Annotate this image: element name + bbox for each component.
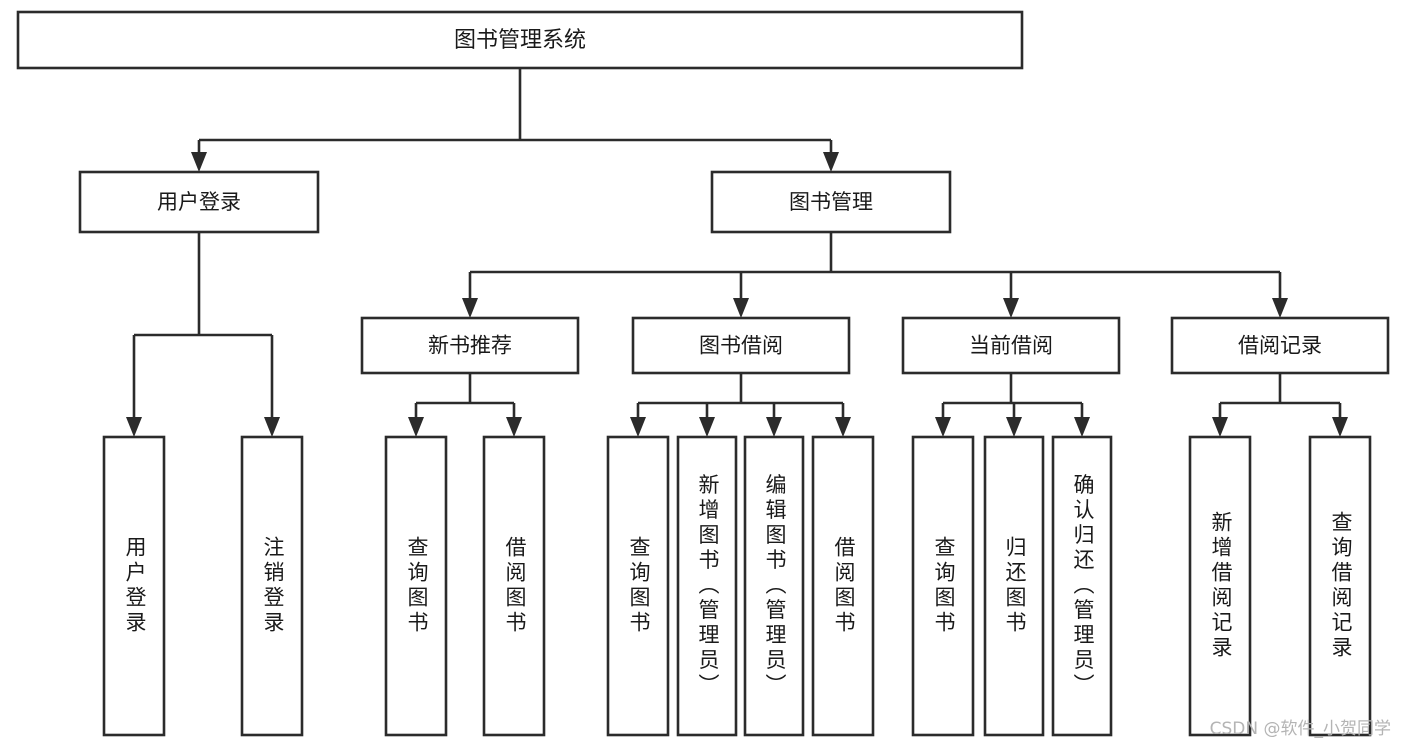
node-box-book-borrow (631, 316, 851, 375)
node-box-book-manage (710, 170, 952, 234)
node-label-new-book-recommend: 新书推荐 (428, 334, 512, 358)
node-new-book-recommend[interactable]: 新书推荐 (360, 316, 580, 375)
node-label-root: 图书管理系统 (454, 28, 586, 53)
node-box-leaf-user-logout (240, 435, 304, 737)
arrow-head-icon (823, 152, 839, 172)
node-leaf-add-record[interactable]: 新增借阅记录 (1188, 435, 1252, 737)
node-leaf-confirm-return[interactable]: 确认归还（管理员） (1051, 435, 1113, 737)
arrow-head-icon (126, 417, 142, 437)
arrow-head-icon (935, 417, 951, 437)
node-label-leaf-return-book: 归还图书 (1003, 536, 1027, 636)
node-root[interactable]: 图书管理系统 (16, 10, 1024, 70)
node-box-current-borrow (901, 316, 1121, 375)
arrow-head-icon (733, 298, 749, 318)
arrow-head-icon (506, 417, 522, 437)
node-borrow-record[interactable]: 借阅记录 (1170, 316, 1390, 375)
node-book-manage[interactable]: 图书管理 (710, 170, 952, 234)
arrow-head-icon (264, 417, 280, 437)
node-leaf-query-record[interactable]: 查询借阅记录 (1308, 435, 1372, 737)
node-label-leaf-edit-book: 编辑图书（管理员） (763, 474, 787, 699)
arrow-head-icon (766, 417, 782, 437)
node-label-leaf-query-book-1: 查询图书 (405, 536, 429, 636)
node-label-leaf-confirm-return: 确认归还（管理员） (1071, 474, 1095, 699)
arrow-head-icon (1003, 298, 1019, 318)
node-user-login[interactable]: 用户登录 (78, 170, 320, 234)
node-box-borrow-record (1170, 316, 1390, 375)
arrow-head-icon (408, 417, 424, 437)
node-box-leaf-query-book-1 (384, 435, 448, 737)
node-leaf-borrow-book-2[interactable]: 借阅图书 (811, 435, 875, 737)
arrow-head-icon (835, 417, 851, 437)
node-leaf-return-book[interactable]: 归还图书 (983, 435, 1045, 737)
node-current-borrow[interactable]: 当前借阅 (901, 316, 1121, 375)
arrow-head-icon (1212, 417, 1228, 437)
node-label-user-login: 用户登录 (157, 190, 241, 214)
arrow-head-icon (630, 417, 646, 437)
node-box-root (16, 10, 1024, 70)
arrow-head-icon (699, 417, 715, 437)
arrow-head-icon (1074, 417, 1090, 437)
node-leaf-query-book-3[interactable]: 查询图书 (911, 435, 975, 737)
arrow-head-icon (462, 298, 478, 318)
node-box-leaf-add-record (1188, 435, 1252, 737)
node-label-borrow-record: 借阅记录 (1238, 334, 1322, 358)
node-box-new-book-recommend (360, 316, 580, 375)
node-layer: 图书管理系统用户登录用户登录注销登录图书管理新书推荐查询图书借阅图书图书借阅查询… (16, 10, 1390, 737)
node-label-leaf-user-login: 用户登录 (123, 536, 147, 636)
node-label-leaf-query-book-2: 查询图书 (627, 536, 651, 636)
node-box-user-login (78, 170, 320, 234)
node-label-leaf-query-book-3: 查询图书 (932, 536, 956, 636)
node-label-leaf-add-record: 新增借阅记录 (1209, 511, 1233, 661)
node-box-leaf-confirm-return (1051, 435, 1113, 737)
node-leaf-edit-book[interactable]: 编辑图书（管理员） (743, 435, 805, 737)
node-label-leaf-borrow-book-2: 借阅图书 (832, 536, 856, 636)
node-label-book-borrow: 图书借阅 (699, 334, 783, 358)
node-leaf-borrow-book-1[interactable]: 借阅图书 (482, 435, 546, 737)
node-book-borrow[interactable]: 图书借阅 (631, 316, 851, 375)
arrow-head-icon (1006, 417, 1022, 437)
node-label-leaf-user-logout: 注销登录 (261, 536, 285, 636)
node-label-leaf-query-record: 查询借阅记录 (1329, 511, 1353, 661)
node-box-leaf-borrow-book-2 (811, 435, 875, 737)
node-box-leaf-query-book-2 (606, 435, 670, 737)
node-label-current-borrow: 当前借阅 (969, 334, 1053, 358)
node-leaf-query-book-2[interactable]: 查询图书 (606, 435, 670, 737)
node-box-leaf-query-book-3 (911, 435, 975, 737)
node-box-leaf-borrow-book-1 (482, 435, 546, 737)
node-leaf-add-book[interactable]: 新增图书（管理员） (676, 435, 738, 737)
node-label-book-manage: 图书管理 (789, 190, 873, 214)
node-box-leaf-edit-book (743, 435, 805, 737)
node-box-leaf-return-book (983, 435, 1045, 737)
node-box-leaf-user-login (102, 435, 166, 737)
connector-layer (126, 68, 1348, 437)
node-box-leaf-add-book (676, 435, 738, 737)
arrow-head-icon (191, 152, 207, 172)
node-leaf-user-login[interactable]: 用户登录 (102, 435, 166, 737)
arrow-head-icon (1332, 417, 1348, 437)
node-box-leaf-query-record (1308, 435, 1372, 737)
node-label-leaf-borrow-book-1: 借阅图书 (503, 536, 527, 636)
node-label-leaf-add-book: 新增图书（管理员） (696, 474, 720, 699)
node-leaf-query-book-1[interactable]: 查询图书 (384, 435, 448, 737)
node-leaf-user-logout[interactable]: 注销登录 (240, 435, 304, 737)
arrow-head-icon (1272, 298, 1288, 318)
